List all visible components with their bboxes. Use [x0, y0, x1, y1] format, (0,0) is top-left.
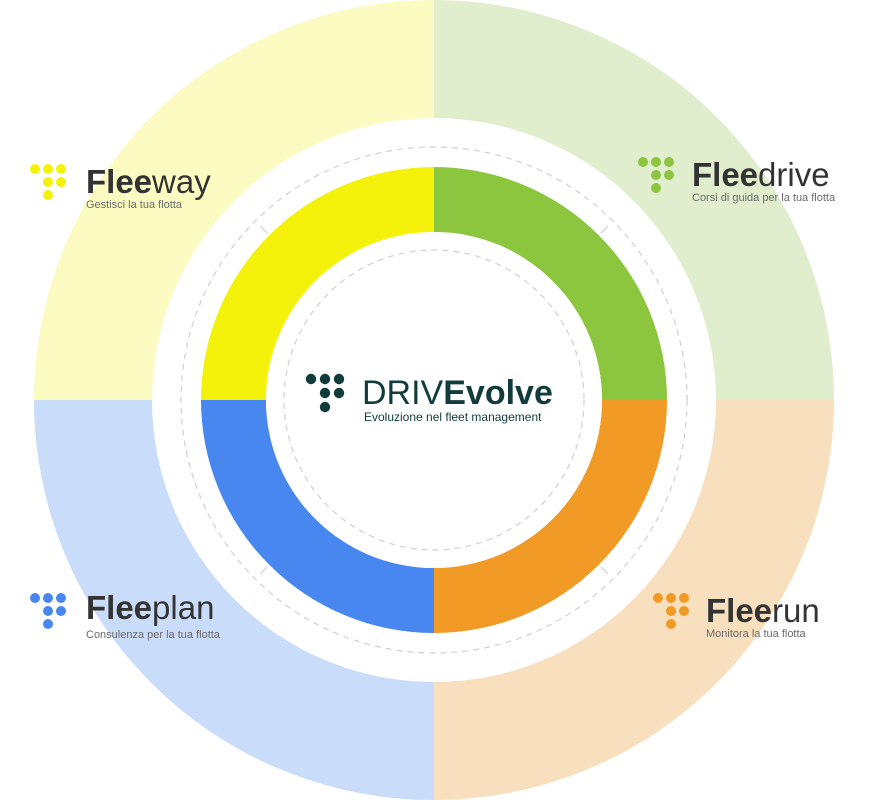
fleeplan-prefix: Flee — [86, 589, 152, 626]
drivevolve-suffix: Evolve — [443, 374, 553, 412]
center-disc — [266, 232, 602, 568]
fleeplan-suffix: plan — [152, 589, 214, 626]
drivevolve-wordmark: DRIVEvolve — [362, 374, 553, 412]
module-label-fleeplan: Fleeplan Consulenza per la tua flotta — [30, 589, 221, 641]
fleerun-tagline: Monitora la tua flotta — [706, 628, 807, 640]
fleedrive-suffix: drive — [758, 156, 830, 193]
icon-dot — [333, 387, 345, 399]
icon-dot — [666, 593, 676, 603]
dot-grid-icon — [305, 373, 345, 413]
fleerun-suffix: run — [772, 592, 820, 629]
icon-dot — [333, 373, 345, 385]
connector-tick — [600, 225, 609, 234]
center-dashed-ring — [283, 249, 585, 551]
icon-dot — [666, 619, 676, 629]
icon-dot — [56, 593, 66, 603]
fleerun-prefix: Flee — [706, 592, 772, 629]
icon-dot — [305, 373, 317, 385]
drivevolve-logo: DRIVEvolve Evoluzione nel fleet manageme… — [305, 373, 553, 424]
inner-segment-fleerun — [434, 400, 667, 633]
icon-dot — [43, 190, 53, 200]
outer-ring — [34, 0, 834, 800]
fleeway-wordmark: Fleeway — [86, 163, 211, 200]
module-label-fleerun: Fleerun Monitora la tua flotta — [653, 592, 820, 640]
drivevolve-prefix: DRIV — [362, 374, 444, 412]
icon-dot — [664, 157, 674, 167]
outer-segment-fleerun — [434, 400, 834, 800]
icon-dot — [43, 164, 53, 174]
icon-dot — [319, 401, 331, 413]
icon-dot — [651, 183, 661, 193]
outer-segment-fleedrive — [434, 0, 834, 400]
icon-dot — [666, 606, 676, 616]
icon-dot — [319, 373, 331, 385]
drivevolve-tagline: Evoluzione nel fleet management — [364, 410, 542, 424]
outer-segment-fleeway — [34, 0, 434, 400]
icon-dot — [651, 170, 661, 180]
outer-dashed-ring — [180, 146, 688, 654]
icon-dot — [319, 387, 331, 399]
inner-ring — [201, 167, 667, 633]
module-label-fleeway: Fleeway Gestisci la tua flotta — [30, 163, 211, 211]
icon-dot — [56, 606, 66, 616]
module-label-fleedrive: Fleedrive Corsi di guida per la tua flot… — [638, 156, 836, 204]
icon-dot — [56, 164, 66, 174]
inner-segment-fleedrive — [434, 167, 667, 400]
icon-dot — [638, 157, 648, 167]
icon-dot — [43, 619, 53, 629]
fleedrive-tagline: Corsi di guida per la tua flotta — [692, 192, 836, 204]
dot-grid-icon — [30, 164, 66, 200]
icon-dot — [30, 164, 40, 174]
dot-grid-icon — [638, 157, 674, 193]
fleeplan-tagline: Consulenza per la tua flotta — [86, 629, 221, 641]
fleeway-tagline: Gestisci la tua flotta — [86, 199, 183, 211]
icon-dot — [43, 593, 53, 603]
outer-segment-fleeplan — [34, 400, 434, 800]
icon-dot — [679, 593, 689, 603]
fleeway-prefix: Flee — [86, 163, 152, 200]
inner-segment-fleeway — [201, 167, 434, 400]
icon-dot — [653, 593, 663, 603]
fleedrive-wordmark: Fleedrive — [692, 156, 830, 193]
fleerun-wordmark: Fleerun — [706, 592, 820, 629]
connector-tick — [600, 566, 609, 575]
icon-dot — [56, 177, 66, 187]
connector-tick — [259, 566, 268, 575]
fleeplan-wordmark: Fleeplan — [86, 589, 214, 626]
icon-dot — [664, 170, 674, 180]
icon-dot — [651, 157, 661, 167]
icon-dot — [679, 606, 689, 616]
icon-dot — [30, 593, 40, 603]
fleeway-suffix: way — [151, 163, 211, 200]
inner-segment-fleeplan — [201, 400, 434, 633]
icon-dot — [43, 177, 53, 187]
connector-tick — [259, 225, 268, 234]
fleedrive-prefix: Flee — [692, 156, 758, 193]
dot-grid-icon — [30, 593, 66, 629]
icon-dot — [43, 606, 53, 616]
dot-grid-icon — [653, 593, 689, 629]
